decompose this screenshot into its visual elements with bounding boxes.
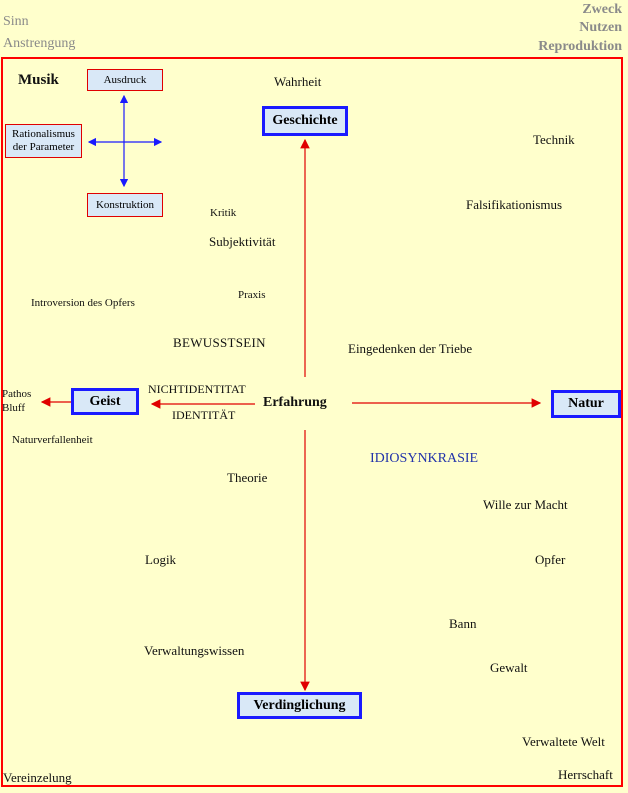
term-naturverfallenheit: Naturverfallenheit: [12, 434, 93, 446]
corner-bottom-left: Vereinzelung: [3, 770, 72, 785]
diagram-frame: [1, 57, 623, 787]
node-geschichte: Geschichte: [262, 106, 348, 136]
corner-top-right-3: Reproduktion: [538, 39, 622, 54]
node-verdinglichung: Verdinglichung: [237, 692, 362, 719]
legend-title: Musik: [18, 72, 59, 88]
legend-box-ausdruck: Ausdruck: [87, 69, 163, 91]
corner-top-right-1: Zweck: [582, 2, 622, 17]
term-eingedenken: Eingedenken der Triebe: [348, 341, 473, 356]
term-technik: Technik: [533, 132, 575, 147]
term-wille-zur-macht: Wille zur Macht: [483, 497, 568, 512]
label-identitaet: IDENTITÄT: [172, 408, 236, 422]
corner-top-left-2: Anstrengung: [3, 36, 76, 51]
corner-bottom-right: Herrschaft: [558, 767, 613, 782]
label-nichtidentitat: NICHTIDENTITAT: [148, 382, 246, 396]
term-idiosynkrasie: IDIOSYNKRASIE: [370, 451, 479, 466]
label-pathos: Pathos: [2, 388, 32, 400]
label-bluff: Bluff: [2, 402, 26, 414]
legend-box-rationalismus: Rationalismus der Parameter: [5, 124, 82, 158]
term-verwaltete-welt: Verwaltete Welt: [522, 734, 605, 749]
term-verwaltungswissen: Verwaltungswissen: [144, 643, 245, 658]
term-praxis: Praxis: [238, 289, 266, 301]
corner-top-right-2: Nutzen: [579, 20, 622, 35]
term-gewalt: Gewalt: [490, 660, 528, 675]
corner-top-left-1: Sinn: [3, 14, 29, 29]
term-falsifikationismus: Falsifikationismus: [466, 197, 563, 212]
node-erfahrung: Erfahrung: [263, 395, 327, 410]
node-natur: Natur: [551, 390, 621, 418]
term-bewusstsein: BEWUSSTSEIN: [173, 335, 266, 350]
term-opfer: Opfer: [535, 552, 566, 567]
term-theorie: Theorie: [227, 470, 268, 485]
term-wahrheit: Wahrheit: [274, 74, 322, 89]
term-kritik: Kritik: [210, 207, 237, 219]
term-introversion: Introversion des Opfers: [31, 297, 135, 309]
term-logik: Logik: [145, 552, 177, 567]
term-bann: Bann: [449, 616, 477, 631]
node-geist: Geist: [71, 388, 139, 415]
term-subjektivitaet: Subjektivität: [209, 234, 276, 249]
legend-box-konstruktion: Konstruktion: [87, 193, 163, 217]
